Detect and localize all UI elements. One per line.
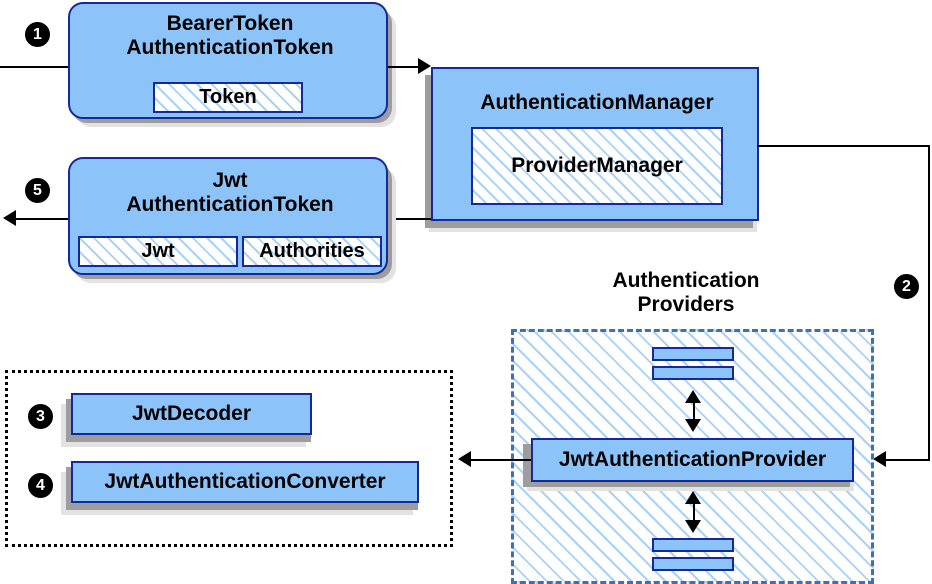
bearer-token-field-token[interactable] — [153, 82, 303, 113]
jwt-authentication-provider-box[interactable] — [531, 438, 854, 482]
jwt-decoder-label: JwtDecoder — [131, 402, 252, 426]
manager-to-provider-line-top — [757, 145, 930, 147]
bearer-to-manager-arrowhead — [418, 58, 431, 74]
step-badge-4-label: 4 — [36, 476, 45, 494]
jwt-token-title: Jwt AuthenticationToken — [70, 167, 390, 219]
provider-link-top-arrow-down — [685, 419, 701, 432]
provider-manager-box[interactable] — [471, 127, 723, 205]
manager-to-provider-line-bottom — [886, 459, 930, 461]
providers-caption-line2: Providers — [637, 293, 735, 316]
manager-to-provider-arrowhead — [873, 451, 886, 467]
jwt-token-field-jwt-label: Jwt — [141, 240, 175, 263]
bearer-token-title: BearerToken AuthenticationToken — [70, 10, 390, 62]
step-badge-1: 1 — [25, 22, 50, 47]
authentication-manager-title: AuthenticationManager — [480, 91, 714, 115]
provider-link-bottom-line — [693, 496, 695, 523]
jwt-token-field-jwt[interactable] — [78, 236, 238, 267]
bearer-token-box[interactable]: BearerToken AuthenticationToken Token — [68, 2, 388, 119]
step-badge-4: 4 — [28, 473, 53, 498]
jwt-token-field-authorities-label: Authorities — [259, 240, 365, 263]
jwt-authentication-converter-box[interactable] — [71, 461, 419, 503]
providers-caption-line1: Authentication — [612, 269, 760, 293]
incoming-request-line — [0, 66, 70, 68]
bearer-token-title-line2: AuthenticationToken — [126, 36, 334, 59]
jwt-authentication-provider-label: JwtAuthenticationProvider — [558, 448, 827, 472]
jwt-authentication-token-box[interactable]: Jwt AuthenticationToken Jwt Authorities — [68, 157, 388, 275]
provider-manager-label: ProviderManager — [511, 154, 683, 178]
support-components-group — [5, 370, 453, 547]
authentication-manager-box[interactable]: AuthenticationManager ProviderManager — [431, 67, 759, 221]
step-badge-2: 2 — [894, 274, 919, 299]
provider-stub-top-bar-2[interactable] — [652, 366, 734, 380]
bearer-to-manager-line — [388, 66, 421, 68]
provider-to-support-line — [471, 459, 531, 461]
jwt-token-title-line1: Jwt — [212, 169, 248, 193]
step-badge-5-label: 5 — [33, 181, 42, 199]
step-badge-1-label: 1 — [33, 25, 42, 43]
jwt-authentication-converter-label: JwtAuthenticationConverter — [104, 470, 386, 494]
step-badge-3: 3 — [28, 404, 53, 429]
step-badge-2-label: 2 — [902, 277, 911, 295]
jwt-decoder-box[interactable] — [71, 393, 312, 435]
authentication-providers-caption: Authentication Providers — [566, 266, 806, 320]
provider-stub-bottom-bar-1[interactable] — [652, 538, 734, 552]
provider-link-top-line — [693, 395, 695, 422]
bearer-token-field-token-label: Token — [199, 86, 257, 109]
step-badge-3-label: 3 — [36, 407, 45, 425]
provider-link-bottom-arrow-down — [685, 520, 701, 533]
provider-to-support-arrowhead — [458, 451, 471, 467]
provider-stub-bottom-bar-2[interactable] — [652, 557, 734, 571]
bearer-token-title-line1: BearerToken — [166, 12, 294, 36]
jwt-token-field-authorities[interactable] — [242, 236, 382, 267]
step-badge-5: 5 — [25, 178, 50, 203]
outgoing-response-arrowhead — [3, 210, 16, 226]
provider-stub-top-bar-1[interactable] — [652, 347, 734, 361]
manager-to-provider-line-vertical — [928, 145, 930, 460]
jwt-token-title-line2: AuthenticationToken — [126, 193, 334, 216]
